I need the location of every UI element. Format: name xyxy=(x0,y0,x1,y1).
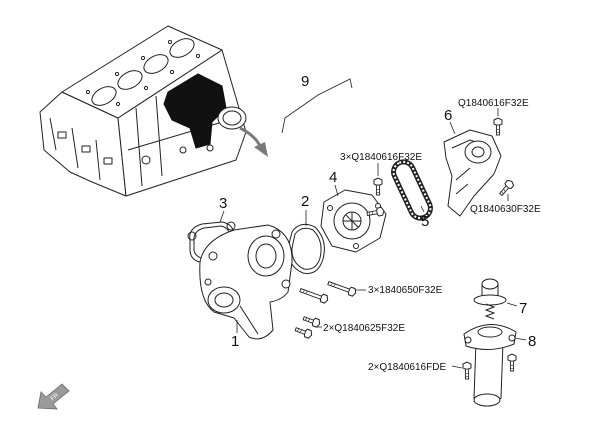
front-arrow xyxy=(37,383,70,410)
housing-8-neck xyxy=(477,326,503,338)
block-rib xyxy=(155,95,163,177)
cylinder-bore-1 xyxy=(91,86,117,106)
callout-2: 2 xyxy=(301,193,309,210)
pump-housing xyxy=(199,224,293,340)
thermostat-housing xyxy=(463,324,517,407)
block-port xyxy=(179,146,187,154)
stud-hole xyxy=(85,89,91,95)
thermostat xyxy=(473,278,507,320)
cylinder-bore-3 xyxy=(143,54,169,74)
stud-hole xyxy=(169,69,175,75)
timing-belt xyxy=(391,159,433,221)
explode-arrowhead xyxy=(254,142,268,157)
long-bolt xyxy=(326,278,358,298)
callout-3: 3 xyxy=(219,195,227,212)
cover-pulley-hub xyxy=(471,146,485,158)
short-bolt xyxy=(301,313,322,329)
gasket-ring xyxy=(287,223,325,274)
leader-3 xyxy=(219,210,225,223)
housing-8-bolt xyxy=(462,361,472,380)
block-rib xyxy=(49,117,57,151)
front-label: FR xyxy=(50,392,61,402)
engine-block xyxy=(39,25,268,197)
stud-hole xyxy=(115,101,121,107)
fastener-housing-bolts: 2×Q1840616FDE xyxy=(368,362,446,373)
stud-hole xyxy=(114,71,120,77)
callout-9: 9 xyxy=(301,73,309,90)
block-boss xyxy=(81,145,91,153)
block-rib xyxy=(95,139,101,181)
housing-inlet-bore xyxy=(255,243,277,269)
gasket-ring-inner xyxy=(291,227,322,270)
housing-8-ear xyxy=(508,334,516,342)
fastener-pump-bolts: 3×Q1840616F32E xyxy=(340,152,422,163)
installed-pump-assembly xyxy=(163,73,227,149)
callout-5: 5 xyxy=(421,213,429,230)
leader-housing-bolts xyxy=(451,365,463,369)
gasket-ring-outer xyxy=(287,223,325,274)
cylinder-bore-4 xyxy=(169,38,195,58)
housing-8-bolt xyxy=(507,353,517,372)
housing-boss xyxy=(204,278,212,286)
fastener-long-bolts: 3×1840650F32E xyxy=(368,285,443,296)
leader-7 xyxy=(506,302,518,307)
block-port xyxy=(141,155,151,165)
gasket-small-lobe xyxy=(226,221,236,231)
housing-boss xyxy=(208,251,218,261)
pump-mount-hole xyxy=(353,243,359,249)
stud-hole xyxy=(167,39,173,45)
belt-teeth xyxy=(392,160,432,220)
leader-4 xyxy=(334,184,339,197)
fastener-cover-side: Q1840630F32E xyxy=(470,204,541,215)
housing-outlet-bore xyxy=(214,292,234,308)
housing-boss xyxy=(271,229,281,239)
front-direction-marker: FR xyxy=(37,383,70,410)
stud-hole xyxy=(143,85,149,91)
cover-side-bolt xyxy=(497,178,516,198)
leader-6 xyxy=(449,121,456,135)
pump-mount-hole xyxy=(327,205,333,211)
thermostat-dome xyxy=(481,278,499,290)
block-boss xyxy=(103,157,113,165)
housing-pipe-edge xyxy=(239,305,259,335)
leader-5 xyxy=(420,205,425,213)
callout-8: 8 xyxy=(528,333,536,350)
short-bolt xyxy=(293,324,314,340)
belt-cover xyxy=(443,129,502,217)
cover-top-bolt xyxy=(493,117,503,136)
block-rib xyxy=(127,117,237,151)
block-rib xyxy=(71,127,79,169)
leader-8 xyxy=(514,337,527,341)
fastener-cover-top: Q1840616F32E xyxy=(458,98,529,109)
block-port xyxy=(206,144,214,152)
callout-4: 4 xyxy=(329,169,337,186)
housing-boss xyxy=(281,279,291,289)
long-bolt xyxy=(298,285,330,305)
block-boss xyxy=(57,131,67,139)
water-pump xyxy=(320,189,387,253)
gasket-small-lobe xyxy=(187,231,197,241)
stud-hole xyxy=(195,53,201,59)
mount-gasket-inner xyxy=(222,110,242,126)
housing-8-pipe-end xyxy=(473,393,501,407)
pump-bolt xyxy=(373,177,383,196)
cover-rib xyxy=(455,183,469,195)
impeller-vane xyxy=(345,214,359,228)
callout-7: 7 xyxy=(519,300,527,317)
cover-rib xyxy=(455,167,471,181)
cylinder-bore-2 xyxy=(117,70,143,90)
assembly-bracket-line xyxy=(281,78,353,134)
callout-1: 1 xyxy=(231,333,239,350)
callout-6: 6 xyxy=(444,107,452,124)
belt-outer xyxy=(391,159,433,221)
thermostat-spring xyxy=(484,303,496,320)
fastener-short-bolts: 2×Q1840625F32E xyxy=(323,323,405,334)
thermostat-flange xyxy=(473,294,507,306)
stud-hole xyxy=(140,55,146,61)
housing-8-ear xyxy=(464,336,472,344)
